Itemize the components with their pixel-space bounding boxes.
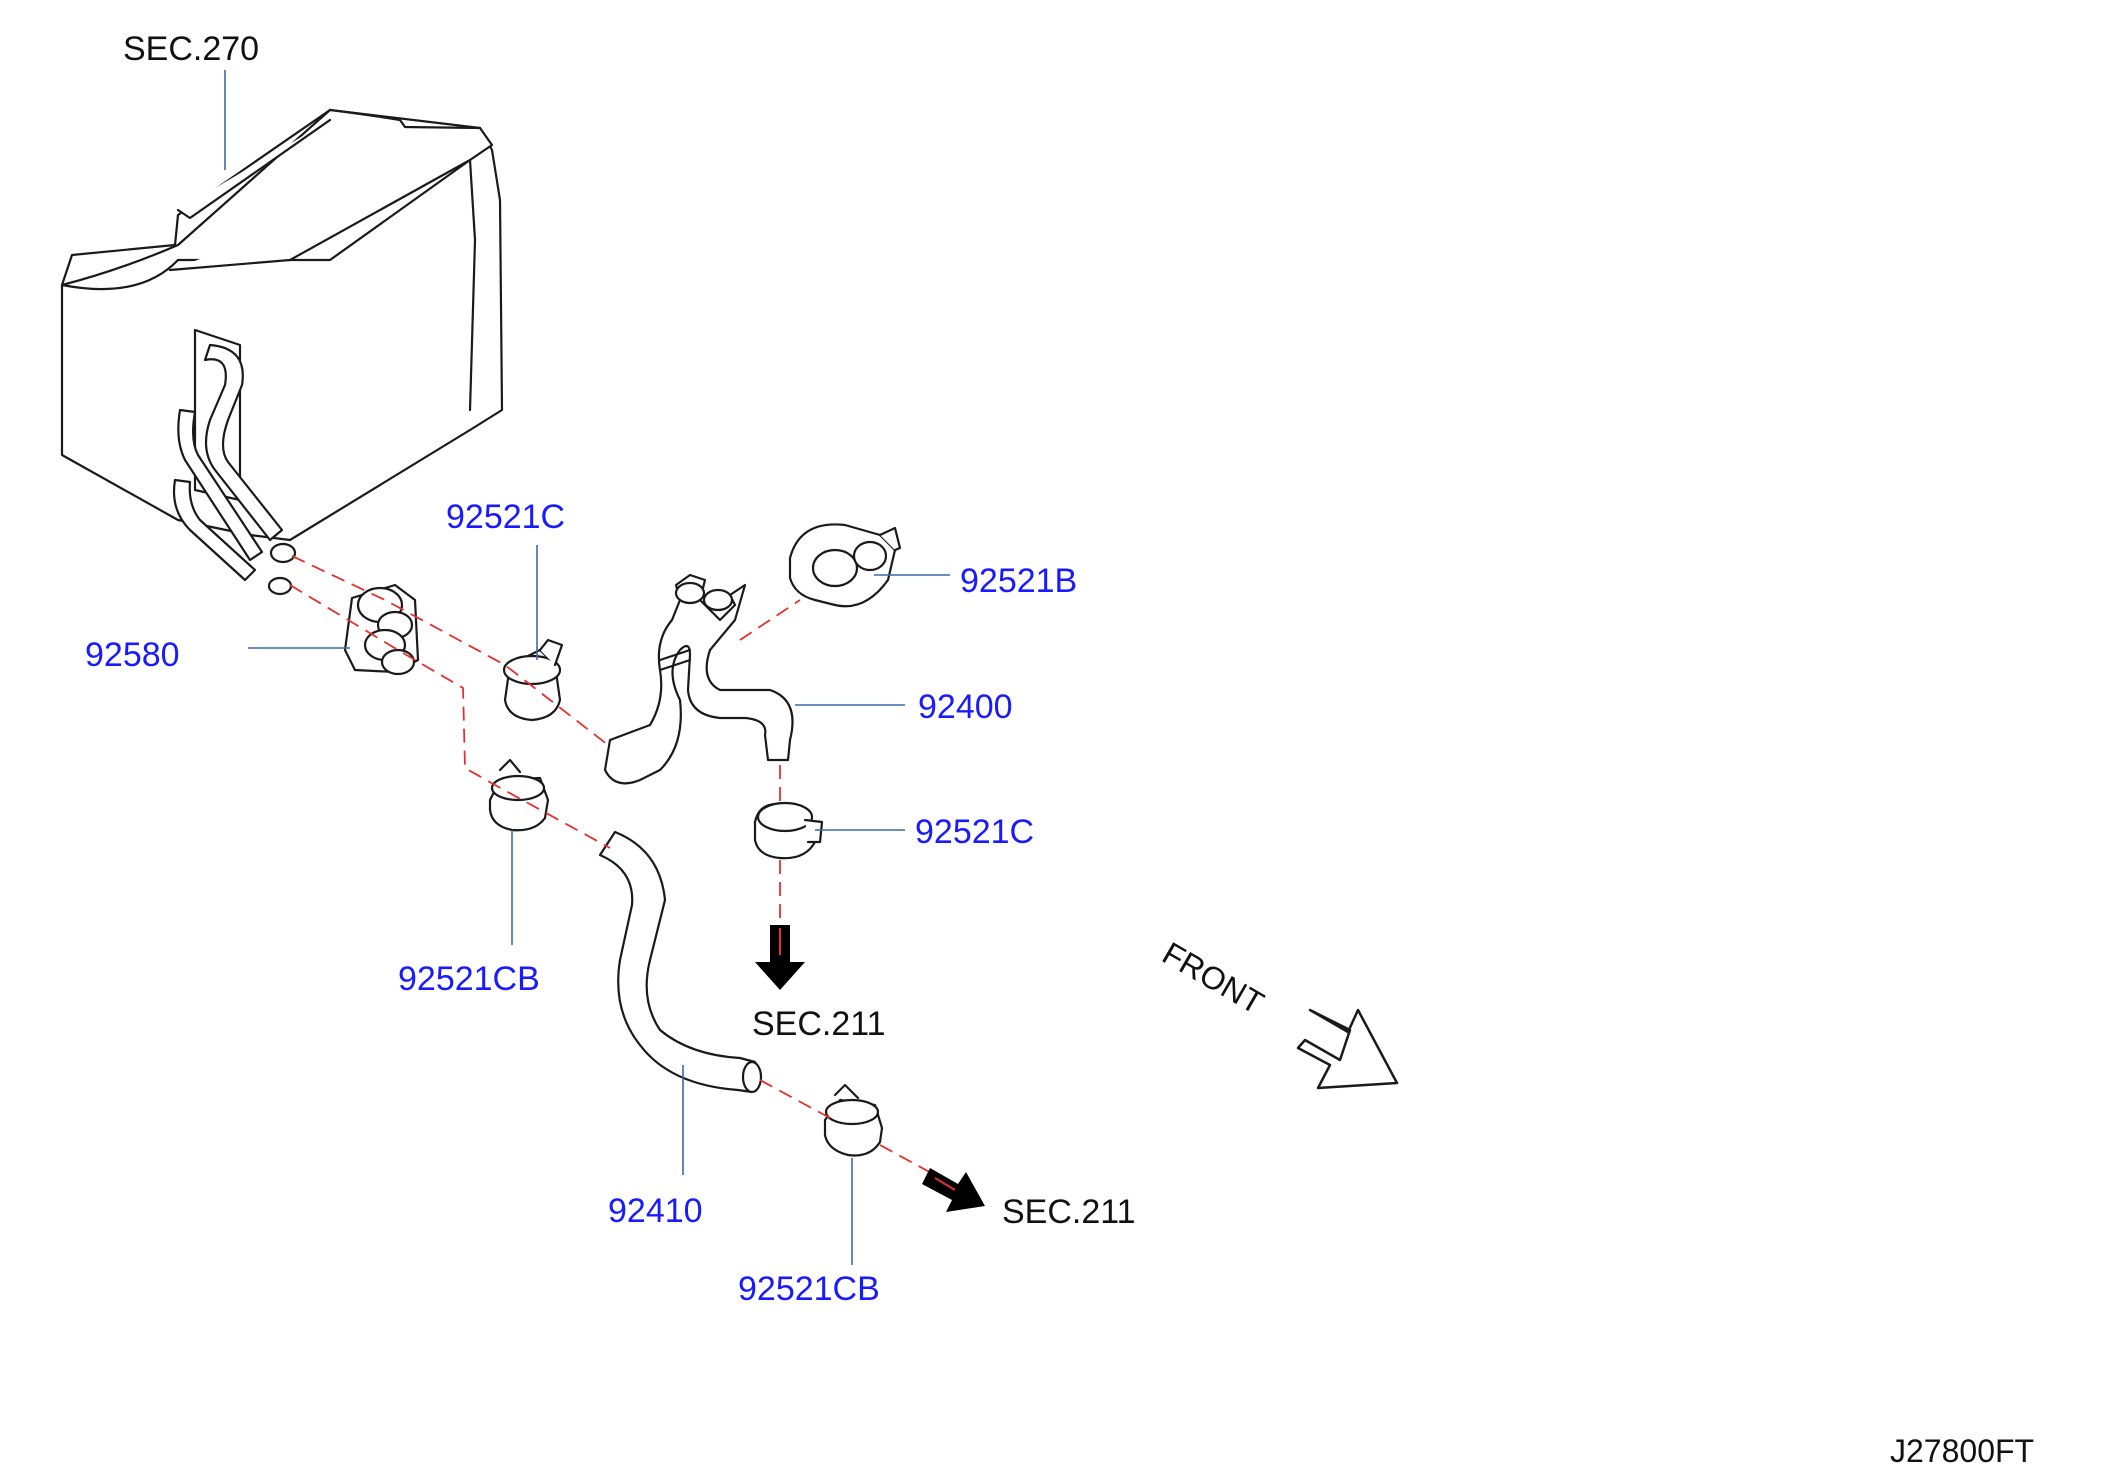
- clamp-92521cb-bottom-drawing: [823, 1083, 884, 1157]
- part-92521c-right-label[interactable]: 92521C: [915, 813, 1034, 851]
- part-92521b-label[interactable]: 92521B: [960, 562, 1077, 600]
- part-92410-label[interactable]: 92410: [608, 1192, 703, 1230]
- part-92580-label[interactable]: 92580: [85, 636, 180, 674]
- flow-arrow-down: [755, 925, 805, 990]
- part-92521cb-left-label[interactable]: 92521CB: [398, 960, 540, 998]
- clamp-92521c-right-drawing: [753, 801, 824, 860]
- clamp-92521cb-left-drawing: [488, 758, 550, 832]
- part-92400-label[interactable]: 92400: [918, 688, 1013, 726]
- dash-pipe-to-clamp-top: [291, 555, 609, 746]
- front-direction-indicator: FRONT: [1157, 935, 1399, 1090]
- grommet-92580-drawing: [343, 583, 420, 676]
- dash-hose-to-clamp-b: [739, 599, 801, 641]
- heater-unit-drawing: [60, 108, 504, 596]
- dash-pipe-to-clamp-left: [289, 584, 611, 849]
- dash-clamp-bottom-to-sec211: [879, 1144, 936, 1176]
- part-92521c-top-label[interactable]: 92521C: [446, 498, 565, 536]
- flow-arrow-right: [922, 1168, 985, 1212]
- drawing-code-label: J27800FT: [1890, 1433, 2034, 1469]
- sec-211-down-label: SEC.211: [752, 1005, 886, 1043]
- front-arrow-icon: [1296, 1008, 1399, 1090]
- dashed-connections: [289, 555, 936, 1176]
- leader-lines: [224, 70, 950, 1265]
- sec-211-right-label: SEC.211: [1002, 1193, 1136, 1231]
- clamp-92521c-top-drawing: [502, 638, 564, 722]
- sec-270-label: SEC.270: [123, 30, 259, 68]
- dash-hose-to-clamp-bottom: [759, 1079, 831, 1119]
- front-label: FRONT: [1157, 935, 1270, 1021]
- hose-92400-drawing: [603, 573, 794, 785]
- hose-92410-drawing: [598, 830, 763, 1094]
- part-92521cb-bottom-label[interactable]: 92521CB: [738, 1270, 880, 1308]
- clamp-92521b-drawing: [788, 523, 902, 608]
